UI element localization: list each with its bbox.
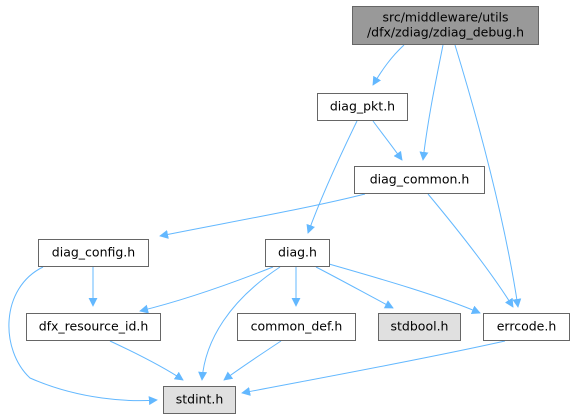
edge-diag_config-to-stdint: [8, 266, 158, 406]
node-box-diag: [265, 239, 330, 267]
node-label-diag_pkt: diag_pkt.h: [330, 99, 395, 114]
edge-zdiag_debug-to-errcode: [454, 44, 522, 308]
file-nodes: src/middleware/utils/dfx/zdiag/zdiag_deb…: [26, 6, 570, 414]
node-box-common_def: [237, 313, 356, 341]
node-box-stdbool: [378, 313, 461, 341]
node-box-zdiag_debug: [352, 6, 539, 45]
node-label-diag_common: diag_common.h: [370, 172, 470, 187]
node-label-zdiag_debug-line-1: src/middleware/utils: [382, 10, 508, 25]
edge-diag_pkt-to-diag_common: [372, 120, 403, 161]
node-box-stdint: [163, 386, 236, 414]
edge-diag-to-dfx_resource_id: [139, 266, 274, 314]
node-errcode[interactable]: errcode.h: [483, 313, 570, 341]
node-label-errcode: errcode.h: [497, 319, 557, 334]
node-label-dfx_resource_id: dfx_resource_id.h: [39, 319, 149, 334]
dependency-edges: [8, 44, 522, 406]
edge-diag-to-errcode: [328, 263, 481, 314]
node-dfx_resource_id[interactable]: dfx_resource_id.h: [26, 313, 161, 341]
edge-common_def-to-stdint: [223, 340, 282, 381]
node-box-errcode: [483, 313, 570, 341]
node-stdint: stdint.h: [163, 386, 236, 414]
node-label-stdint: stdint.h: [176, 392, 224, 407]
edge-diag_common-to-errcode: [427, 193, 514, 308]
node-label-stdbool: stdbool.h: [391, 319, 449, 334]
node-label-diag_config: diag_config.h: [52, 245, 135, 260]
node-stdbool: stdbool.h: [378, 313, 461, 341]
edge-diag-to-stdint: [198, 266, 281, 381]
node-label-common_def: common_def.h: [251, 319, 343, 334]
edge-diag_pkt-to-diag: [306, 120, 358, 234]
node-box-diag_config: [38, 239, 149, 267]
node-diag[interactable]: diag.h: [265, 239, 330, 267]
node-common_def[interactable]: common_def.h: [237, 313, 356, 341]
node-diag_config[interactable]: diag_config.h: [38, 239, 149, 267]
node-label-diag: diag.h: [278, 245, 317, 260]
node-box-dfx_resource_id: [26, 313, 161, 341]
edge-errcode-to-stdint: [241, 340, 506, 396]
edge-dfx_resource_id-to-stdint: [109, 340, 184, 381]
edge-diag-to-stdbool: [315, 266, 394, 309]
node-zdiag_debug[interactable]: src/middleware/utils/dfx/zdiag/zdiag_deb…: [352, 6, 539, 45]
edge-zdiag_debug-to-diag_pkt: [372, 44, 405, 86]
node-diag_common[interactable]: diag_common.h: [354, 166, 485, 194]
edge-zdiag_debug-to-diag_common: [419, 44, 444, 161]
edge-diag_common-to-diag_config: [159, 193, 366, 239]
node-label-zdiag_debug-line-2: /dfx/zdiag/zdiag_debug.h: [367, 25, 524, 40]
node-box-diag_pkt: [317, 93, 408, 121]
node-diag_pkt[interactable]: diag_pkt.h: [317, 93, 408, 121]
node-box-diag_common: [354, 166, 485, 194]
